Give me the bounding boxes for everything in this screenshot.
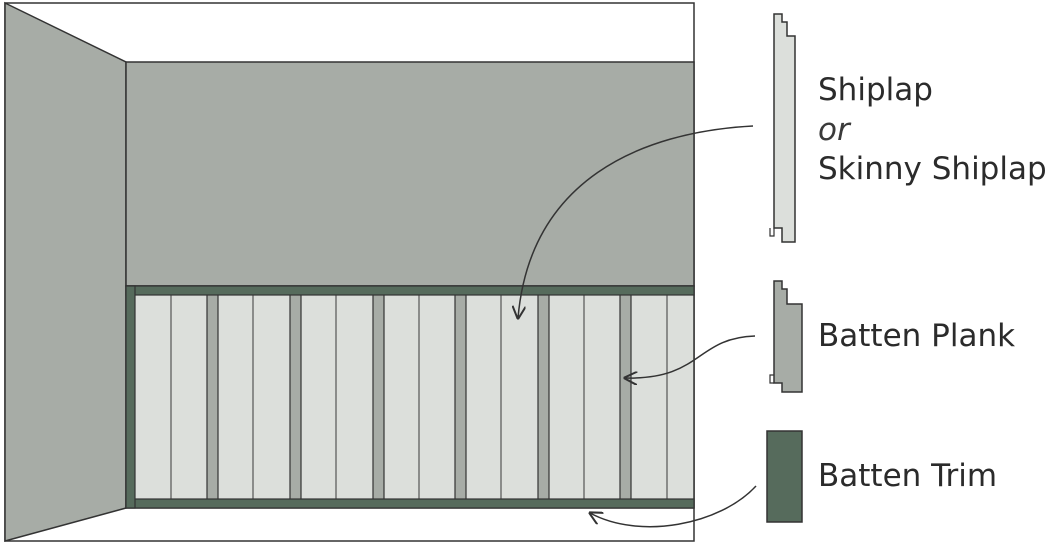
shiplap-panel [125,285,695,509]
skinny-shiplap-label: Skinny Shiplap [818,151,1047,187]
or-label: or [818,112,850,148]
batten-trim-label: Batten Trim [818,458,998,494]
shiplap-seams [170,294,668,500]
batten-plank-profile-detail [769,374,774,384]
batten-plank-label: Batten Plank [818,318,1016,354]
batten-trim-frame [125,285,695,509]
back-wall [125,61,695,287]
shiplap-arrow [518,125,754,318]
batten-trim-profile-icon [766,430,803,523]
batten-plank-arrow [625,335,756,378]
shiplap-profile-detail [769,228,775,237]
shiplap-profile-icon [773,13,796,243]
batten-plank-profile-icon [773,280,803,393]
batten-trim-arrow [590,485,757,528]
shiplap-label: Shiplap [818,72,933,108]
side-wall [4,1,127,542]
